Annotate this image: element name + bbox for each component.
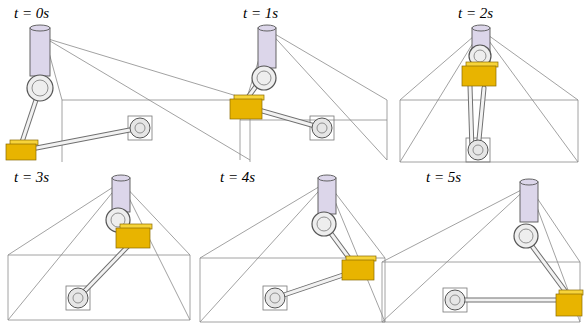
- robot-pose: [382, 179, 583, 322]
- robot-pose: [400, 25, 578, 162]
- time-label: t = 5s: [426, 168, 461, 186]
- robot-pose: [6, 25, 250, 162]
- robot-pose: [230, 25, 387, 160]
- time-label: t = 4s: [220, 168, 255, 186]
- time-label: t = 1s: [243, 4, 278, 22]
- time-label: t = 0s: [14, 4, 49, 22]
- robot-pose: [200, 175, 385, 322]
- robot-pose: [8, 175, 190, 320]
- time-label: t = 3s: [14, 168, 49, 186]
- time-label: t = 2s: [458, 4, 493, 22]
